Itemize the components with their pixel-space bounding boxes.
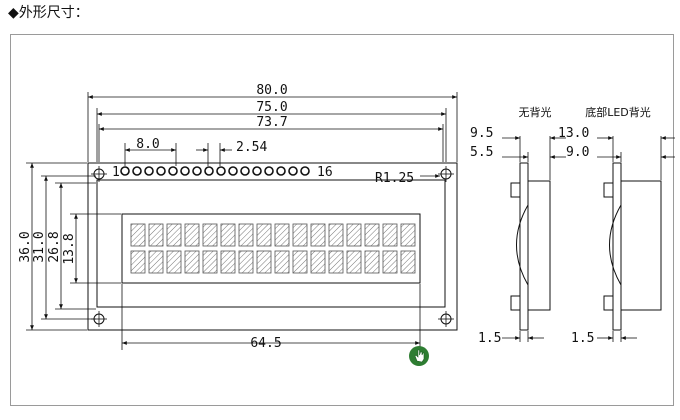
- char-cell: [130, 250, 146, 274]
- char-cell: [292, 250, 308, 274]
- pin-2: [132, 166, 142, 176]
- char-cell: [346, 250, 362, 274]
- pin-5: [168, 166, 178, 176]
- char-cell: [202, 223, 218, 247]
- svg-text:36.0: 36.0: [18, 231, 33, 262]
- svg-text:75.0: 75.0: [256, 100, 287, 115]
- svg-text:9.0: 9.0: [566, 145, 589, 160]
- svg-text:64.5: 64.5: [250, 336, 281, 351]
- svg-text:1.5: 1.5: [571, 331, 594, 346]
- svg-text:13.8: 13.8: [62, 233, 77, 264]
- pin-9: [216, 166, 226, 176]
- pin-14: [276, 166, 286, 176]
- lcd-window: [121, 213, 421, 284]
- char-cell: [274, 250, 290, 274]
- char-cell: [166, 250, 182, 274]
- char-cell: [148, 250, 164, 274]
- char-cell: [328, 250, 344, 274]
- char-cell: [130, 223, 146, 247]
- char-cell: [346, 223, 362, 247]
- char-cell: [238, 223, 254, 247]
- pin-3: [144, 166, 154, 176]
- pin-last-label: 16: [317, 165, 333, 180]
- char-cell: [256, 250, 272, 274]
- dim-height-outer: 36.0: [18, 162, 87, 331]
- mounting-hole-top-left: [91, 166, 107, 182]
- char-cell: [238, 250, 254, 274]
- pin-header: [120, 166, 310, 176]
- svg-text:8.0: 8.0: [136, 137, 159, 152]
- svg-text:2.54: 2.54: [236, 140, 267, 155]
- dim-window-width: 64.5: [121, 284, 421, 351]
- pin-10: [228, 166, 238, 176]
- char-cell: [184, 223, 200, 247]
- char-cell: [256, 223, 272, 247]
- char-cell: [382, 250, 398, 274]
- bezel-outline: [96, 179, 446, 308]
- char-cell: [400, 223, 416, 247]
- char-cell: [400, 250, 416, 274]
- char-cell: [202, 250, 218, 274]
- dim-height-window: 13.8: [62, 213, 121, 284]
- pin-11: [240, 166, 250, 176]
- side-view-no-backlight: [510, 162, 551, 331]
- character-cells: [130, 223, 416, 274]
- char-cell: [382, 223, 398, 247]
- char-cell: [364, 223, 380, 247]
- pin-1: [120, 166, 130, 176]
- pin-first-label: 1: [112, 165, 120, 180]
- pin-7: [192, 166, 202, 176]
- svg-text:31.0: 31.0: [32, 231, 47, 262]
- dim-height-board: 31.0: [32, 175, 96, 320]
- dim-side-led-body: 9.0: [566, 145, 675, 162]
- svg-text:13.0: 13.0: [558, 126, 589, 141]
- dim-width-board: 75.0: [96, 100, 447, 162]
- dim-width-inner: 73.7: [98, 115, 444, 162]
- char-cell: [220, 250, 236, 274]
- char-cell: [328, 223, 344, 247]
- dim-pin-offset: 8.0: [124, 137, 177, 166]
- pin-16: [300, 166, 310, 176]
- dim-height-bezel: 26.8: [47, 182, 96, 310]
- svg-text:9.5: 9.5: [470, 126, 493, 141]
- side-view-caption-no-backlight: 无背光: [519, 105, 552, 119]
- char-cell: [166, 223, 182, 247]
- char-cell: [184, 250, 200, 274]
- pin-4: [156, 166, 166, 176]
- hand-pointer-icon: [409, 346, 429, 366]
- svg-text:26.8: 26.8: [47, 231, 62, 262]
- side-view-led-backlight: [603, 162, 662, 331]
- module-outline: [87, 162, 458, 331]
- radius-label: R1.25: [375, 171, 414, 186]
- dim-side-no-backlight-bottom: 1.5: [478, 331, 544, 346]
- section-title: ◆外形尺寸：: [8, 5, 89, 21]
- char-cell: [292, 223, 308, 247]
- dim-side-led-bottom: 1.5: [571, 331, 637, 346]
- dim-pin-pitch: 2.54: [196, 140, 267, 166]
- char-cell: [148, 223, 164, 247]
- side-view-caption-led-backlight: 底部LED背光: [585, 105, 651, 119]
- char-cell: [310, 223, 326, 247]
- mounting-hole-top-right: [438, 166, 454, 182]
- pin-15: [288, 166, 298, 176]
- svg-text:80.0: 80.0: [256, 83, 287, 98]
- mounting-hole-bottom-right: [438, 311, 454, 327]
- pin-8: [204, 166, 214, 176]
- svg-text:73.7: 73.7: [256, 115, 287, 130]
- svg-text:5.5: 5.5: [470, 145, 493, 160]
- dim-side-no-backlight-body: 5.5: [470, 145, 566, 162]
- char-cell: [310, 250, 326, 274]
- pin-12: [252, 166, 262, 176]
- dim-width-outer: 80.0: [87, 83, 458, 162]
- svg-text:1.5: 1.5: [478, 331, 501, 346]
- char-cell: [364, 250, 380, 274]
- char-cell: [220, 223, 236, 247]
- pin-13: [264, 166, 274, 176]
- char-cell: [274, 223, 290, 247]
- pin-6: [180, 166, 190, 176]
